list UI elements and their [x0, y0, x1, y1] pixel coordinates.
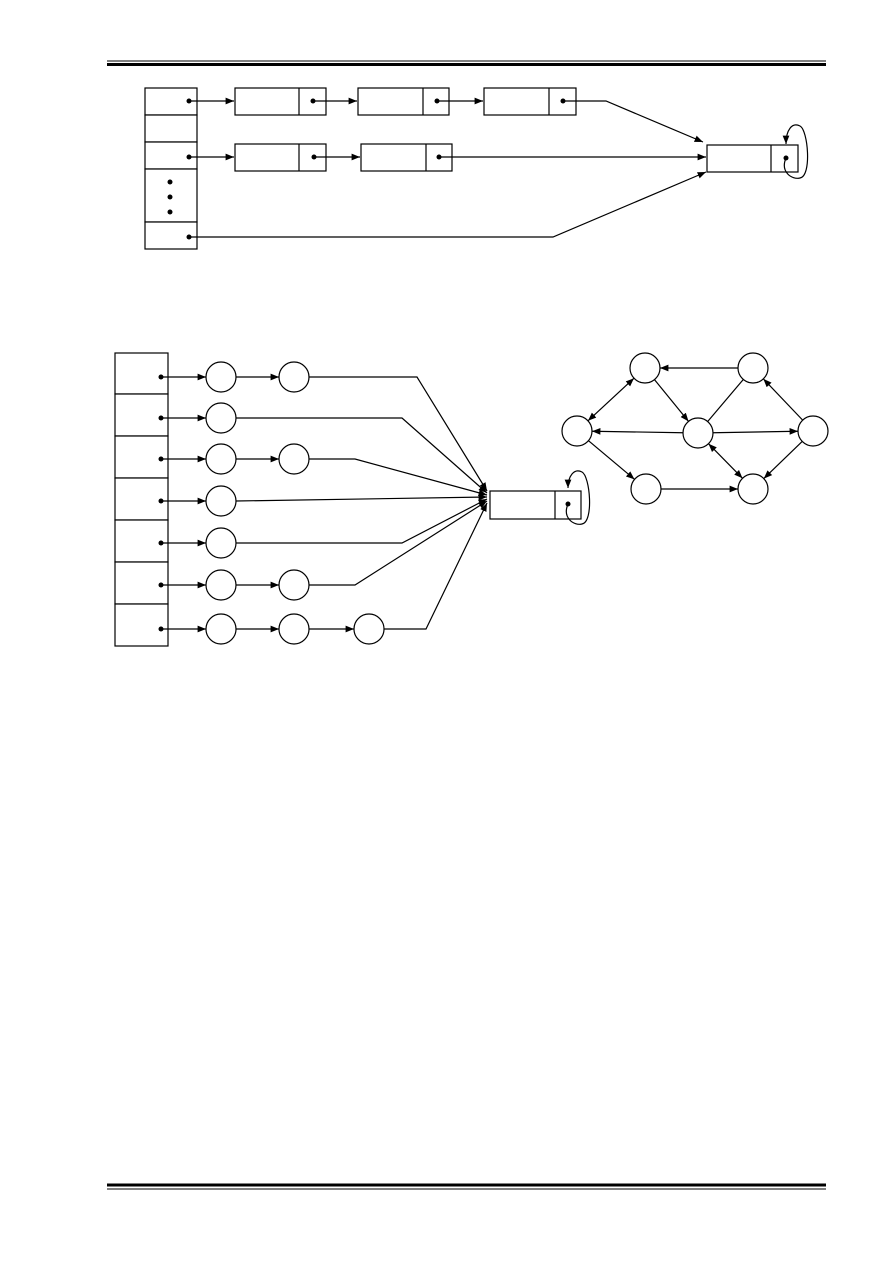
list-node — [278, 569, 310, 601]
graph-edge — [591, 428, 684, 435]
graph-vertex — [561, 415, 593, 447]
bucket-array — [144, 87, 198, 250]
graph-edge — [707, 379, 744, 422]
directed-graph — [561, 352, 829, 505]
graph-edge — [763, 440, 803, 480]
chain-2 — [186, 143, 706, 172]
graph-vertex — [737, 352, 769, 384]
header-rule — [107, 60, 826, 66]
pointer-arrow — [189, 171, 707, 238]
graph-vertex — [629, 352, 661, 384]
list-node — [278, 613, 310, 645]
hash-table-diagram — [144, 87, 809, 250]
graph-edge — [712, 428, 799, 435]
pointer-arrow — [309, 500, 488, 586]
list-node — [278, 443, 310, 475]
graph-edge — [587, 377, 635, 422]
pointer-arrow — [309, 458, 488, 497]
ellipsis-dot — [167, 209, 173, 215]
footer-rule — [107, 1183, 826, 1190]
sentinel-node — [489, 470, 591, 525]
list-node — [278, 361, 310, 393]
sentinel-node — [706, 124, 809, 179]
graph-edge — [654, 379, 689, 422]
pointer-arrow — [384, 502, 488, 630]
list-node — [234, 143, 327, 172]
self-loop-arrow — [782, 124, 809, 179]
pointer-arrow — [236, 417, 488, 494]
list-node — [205, 613, 237, 645]
bucket-cell — [144, 114, 198, 143]
list-node — [205, 402, 237, 434]
list-node — [205, 361, 237, 393]
self-loop-arrow — [564, 470, 591, 525]
list-node — [205, 527, 237, 559]
pointer-arrow — [235, 493, 488, 502]
graph-edge — [588, 440, 635, 480]
list-node — [205, 485, 237, 517]
ellipsis-dot — [167, 194, 173, 200]
list-node — [357, 87, 450, 116]
graph-edge — [708, 443, 743, 479]
list-node — [205, 443, 237, 475]
list-node — [353, 613, 385, 645]
pointer-arrow — [236, 498, 488, 544]
graph-vertex — [682, 417, 714, 449]
pointer-arrow — [309, 376, 488, 492]
graph-vertex — [630, 473, 662, 505]
ellipsis-dot — [167, 179, 173, 185]
bucket-array — [114, 352, 169, 647]
circle-chain-diagram — [114, 352, 591, 647]
pointer-arrow — [563, 100, 704, 143]
graph-edge — [762, 378, 804, 421]
list-node — [205, 569, 237, 601]
graph-vertex — [737, 473, 769, 505]
chain-1 — [186, 87, 704, 143]
graph-vertex — [797, 415, 829, 447]
